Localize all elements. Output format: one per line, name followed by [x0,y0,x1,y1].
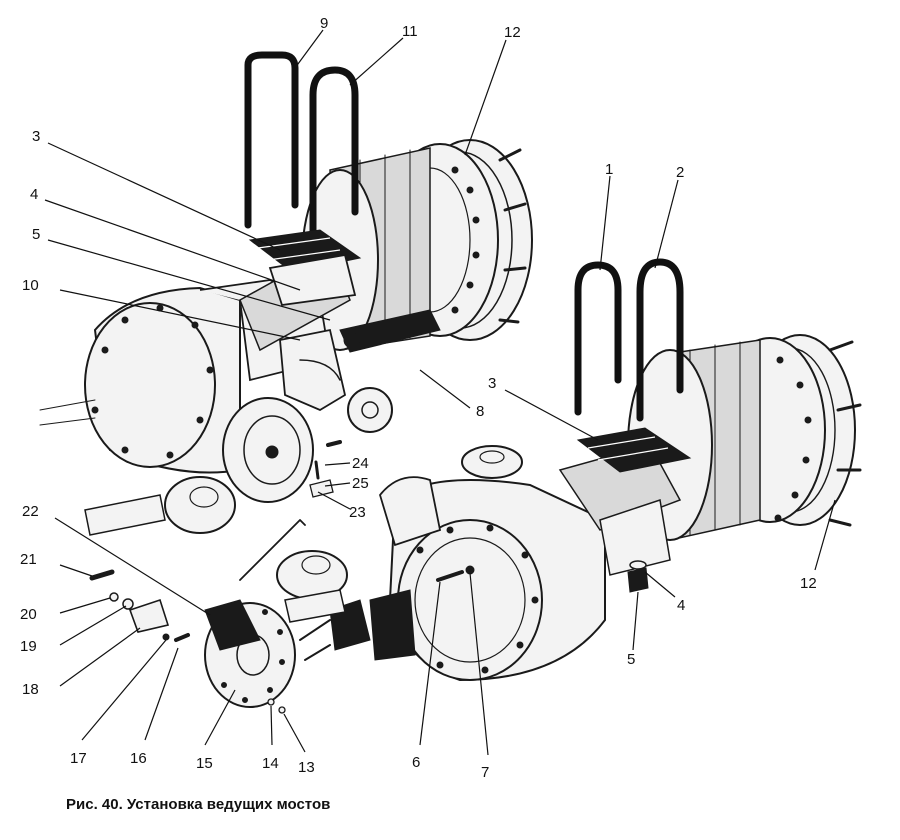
callout-9: 9 [320,15,328,32]
callout-12: 12 [504,24,521,41]
u-bolt-2 [636,258,684,422]
callout-1: 1 [605,161,613,178]
callout-2: 2 [676,164,684,181]
figure-caption: Рис. 40. Установка ведущих мостов [66,796,331,813]
callout-18: 18 [22,681,39,698]
callout-4: 4 [30,186,38,203]
u-bolt-11 [309,66,359,249]
callout-15: 15 [196,755,213,772]
right-spring-pad [576,427,692,473]
callout-22: 22 [22,503,39,520]
sensor-disc-assembly [128,519,306,708]
leader-lines [44,29,836,756]
callout-14: 14 [262,755,279,772]
callout-12-right: 12 [800,575,817,592]
u-bolt-1 [574,261,622,416]
callout-13: 13 [298,759,315,776]
u-bolt-9 [244,51,299,229]
callout-11: 11 [402,23,418,40]
small-fasteners [89,440,342,714]
callout-6: 6 [412,754,420,771]
callout-labels: 9 11 12 3 4 5 10 1 2 3 8 24 25 23 22 21 … [20,15,817,781]
callout-25: 25 [352,475,369,492]
callout-17: 17 [70,750,87,767]
callout-20: 20 [20,606,37,623]
callout-23: 23 [349,504,366,521]
right-nut [627,560,649,593]
callout-16: 16 [130,750,147,767]
callout-3-right: 3 [488,375,496,392]
callout-8: 8 [476,403,484,420]
callout-24: 24 [352,455,369,472]
upper-spring-pad [248,229,362,306]
callout-5: 5 [32,226,40,243]
callout-3: 3 [32,128,40,145]
callout-10: 10 [22,277,39,294]
callout-4-right: 4 [677,597,685,614]
callout-7: 7 [481,764,489,781]
callout-19: 19 [20,638,37,655]
callout-5-right: 5 [627,651,635,668]
callout-21: 21 [20,551,37,568]
